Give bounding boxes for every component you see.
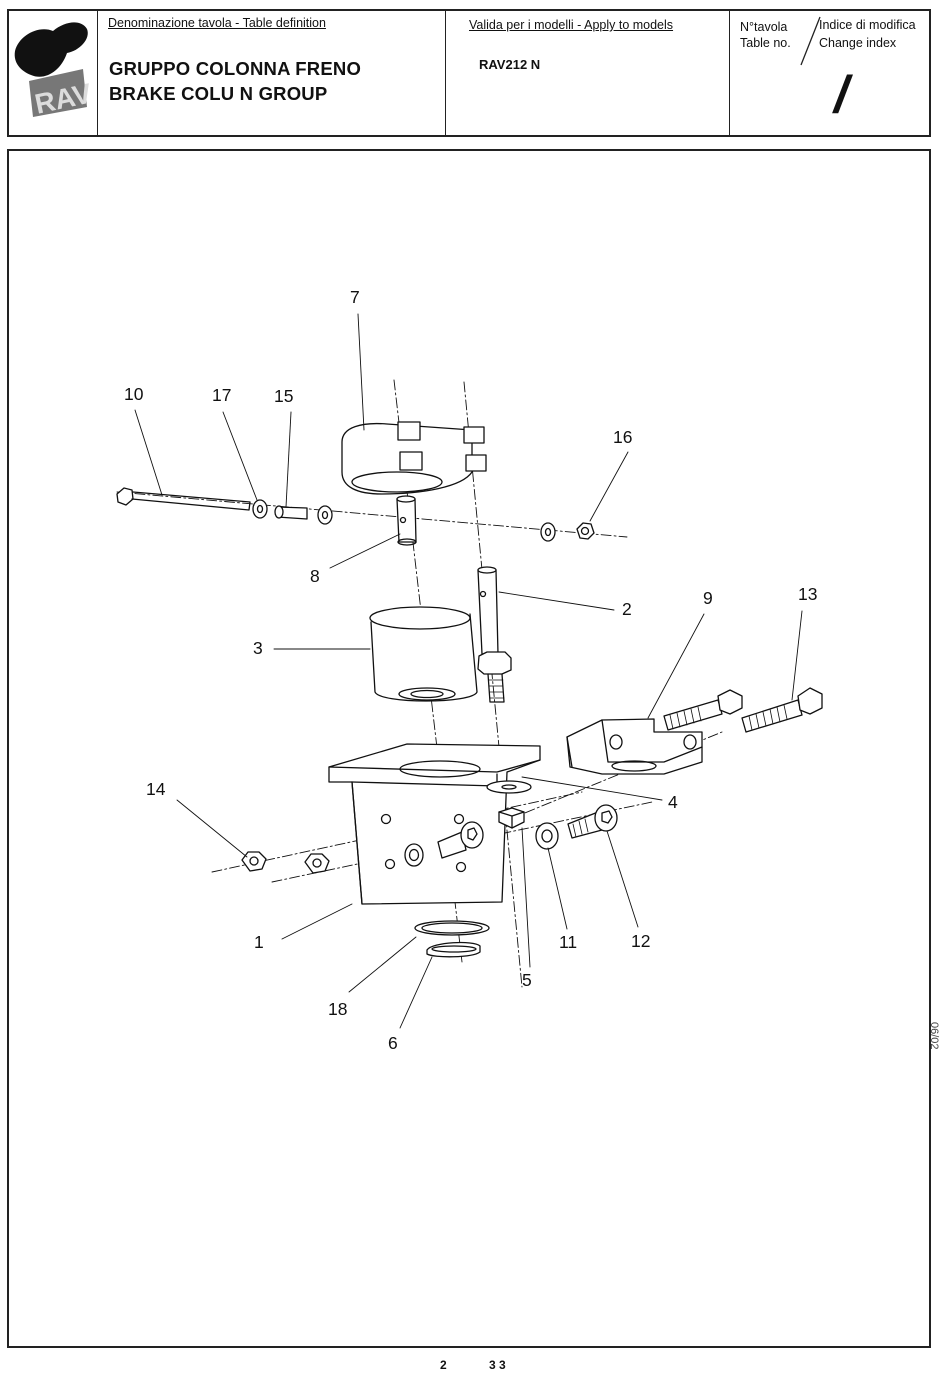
header-block: RAV Denominazione tavola - Table definit…	[7, 9, 931, 137]
table-definition-label: Denominazione tavola - Table definition	[108, 16, 326, 30]
part-7-yoke	[342, 422, 486, 494]
model-name: RAV212 N	[479, 57, 540, 72]
change-index-label-en: Change index	[819, 35, 896, 51]
label-7: 7	[350, 287, 360, 307]
part-8-pin	[397, 496, 416, 545]
part-16-nut	[577, 523, 594, 539]
label-11: 11	[559, 932, 577, 952]
label-4: 4	[668, 792, 678, 812]
part-13-bolt	[742, 688, 822, 732]
label-13: 13	[798, 584, 817, 604]
part-10-long-bolt	[117, 488, 250, 510]
change-index-value: /	[834, 69, 848, 121]
label-1: 1	[254, 932, 264, 952]
part-18-ring	[415, 921, 489, 935]
part-4-washer	[487, 781, 531, 793]
page-number-right: 3 3	[489, 1358, 506, 1372]
logo-cell: RAV	[9, 11, 98, 135]
models-label: Valida per i modelli - Apply to models	[469, 18, 673, 32]
models-cell: Valida per i modelli - Apply to models R…	[446, 11, 730, 135]
part-3-cylinder	[370, 607, 477, 701]
part-11-washer	[536, 823, 558, 849]
part-17-washer	[253, 500, 267, 518]
part-15-spacer	[275, 506, 307, 519]
label-8: 8	[310, 566, 320, 586]
label-3: 3	[253, 638, 263, 658]
rav-logo-icon: RAV	[9, 11, 95, 135]
part-9-bracket	[567, 690, 742, 774]
change-index-label-it: Indice di modifica	[819, 17, 916, 33]
part-2-shaft	[478, 567, 511, 702]
label-10: 10	[124, 384, 144, 404]
label-12: 12	[631, 931, 650, 951]
label-14: 14	[146, 779, 166, 799]
side-date: 06/02	[928, 1022, 940, 1050]
part-6-snap-ring	[427, 943, 480, 957]
table-no-label-en: Table no.	[740, 35, 791, 51]
title-english: BRAKE COLU N GROUP	[109, 83, 327, 105]
label-15: 15	[274, 386, 293, 406]
part-12-cap-screw	[568, 805, 617, 838]
label-5: 5	[522, 970, 532, 990]
label-2: 2	[622, 599, 632, 619]
label-9: 9	[703, 588, 713, 608]
title-cell: Denominazione tavola - Table definition …	[98, 11, 446, 135]
title-italian: GRUPPO COLONNA FRENO	[109, 58, 361, 80]
label-6: 6	[388, 1033, 398, 1053]
drawing-frame: 1 2 3 4 5 6 7 8 9 10 11 12 13 14 15 16 1…	[7, 149, 931, 1348]
page-number-left: 2	[440, 1358, 447, 1372]
part-14-nut-2	[305, 854, 329, 873]
part-14-nut	[242, 852, 266, 871]
table-index-cell: N°tavola Table no. Indice di modifica Ch…	[730, 11, 931, 135]
label-16: 16	[613, 427, 632, 447]
exploded-view-drawing: 1 2 3 4 5 6 7 8 9 10 11 12 13 14 15 16 1…	[9, 151, 929, 1346]
table-no-label-it: N°tavola	[740, 19, 787, 35]
label-17: 17	[212, 385, 231, 405]
label-18: 18	[328, 999, 347, 1019]
